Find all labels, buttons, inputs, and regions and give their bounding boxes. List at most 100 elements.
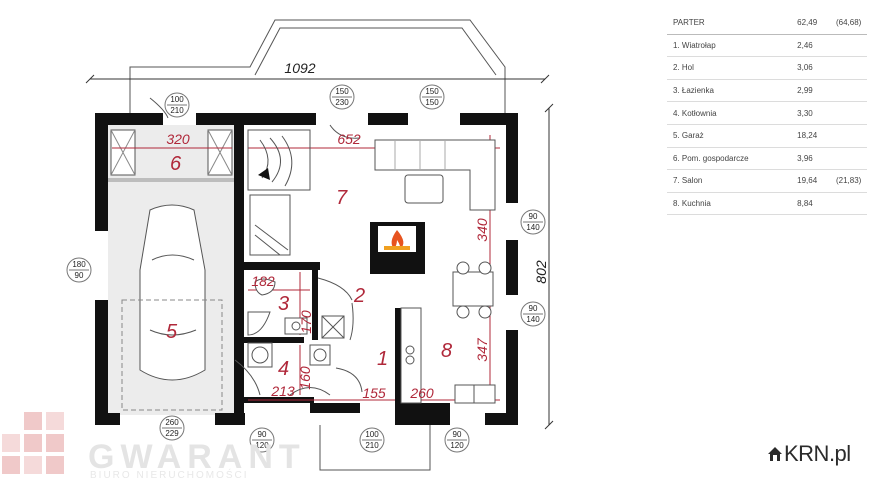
- legend-header-area: 62,49: [797, 18, 818, 28]
- dim-top-width: 1092: [284, 60, 315, 76]
- dim-right-height: 802: [533, 260, 549, 284]
- opening-badge-bottom-window-b: 90 120: [444, 427, 470, 453]
- bathroom-fixtures: [247, 278, 308, 336]
- svg-text:100: 100: [170, 95, 184, 104]
- legend-row: 5. Garaż 18,24: [667, 125, 867, 148]
- room-number-8: 8: [441, 340, 452, 362]
- legend-header-row: PARTER 62,49 (64,68): [667, 12, 867, 35]
- gwarant-logo-mark: [2, 412, 64, 474]
- house-icon: [766, 443, 784, 461]
- kitchen-counter: [400, 307, 496, 404]
- legend-room-area: 3,30: [797, 108, 813, 118]
- dim-213: 213: [270, 383, 295, 399]
- storage-cabinets: [110, 129, 233, 176]
- legend-room-area: 2,46: [797, 40, 813, 50]
- svg-text:230: 230: [335, 98, 349, 107]
- svg-text:90: 90: [529, 304, 538, 313]
- legend-row: 7. Salon 19,64 (21,83): [667, 170, 867, 193]
- svg-text:140: 140: [526, 315, 540, 324]
- legend-row: 3. Łazienka 2,99: [667, 80, 867, 103]
- svg-text:90: 90: [453, 430, 462, 439]
- dim-260: 260: [409, 385, 434, 401]
- dim-170: 170: [298, 310, 314, 334]
- legend-row: 1. Wiatrołap 2,46: [667, 35, 867, 58]
- opening-badge-top-window-a: 150 230: [329, 84, 355, 110]
- svg-text:210: 210: [365, 441, 379, 450]
- room-number-7: 7: [336, 187, 348, 209]
- terrace-inner: [254, 27, 497, 76]
- top-dimension-line: [85, 74, 550, 84]
- room-number-4: 4: [278, 358, 289, 380]
- opening-badge-top-door: 100 210: [164, 92, 190, 118]
- svg-text:150: 150: [425, 87, 439, 96]
- right-dimension-line: [544, 103, 554, 430]
- staircase: [247, 129, 311, 256]
- legend-room-area: 3,06: [797, 63, 813, 73]
- legend-room-area: 8,84: [797, 199, 813, 209]
- outer-walls: [95, 113, 518, 425]
- legend-room-area: 2,99: [797, 86, 813, 96]
- legend-row: 4. Kotłownia 3,30: [667, 102, 867, 125]
- dim-182: 182: [251, 273, 275, 289]
- legend-header-extra: (64,68): [835, 18, 862, 28]
- legend-room-label: 7. Salon: [673, 176, 703, 186]
- svg-text:180: 180: [72, 260, 86, 269]
- opening-badge-right-window-a: 90 140: [520, 209, 546, 235]
- legend-room-label: 8. Kuchnia: [673, 199, 711, 209]
- svg-text:90: 90: [75, 271, 84, 280]
- opening-badge-left-window: 180 90: [66, 257, 92, 283]
- car-outline: [121, 204, 223, 411]
- room-number-5: 5: [166, 321, 178, 343]
- floor-plan: 1092 802: [2, 19, 554, 474]
- room-number-3: 3: [278, 293, 289, 315]
- gwarant-watermark: GWARANT: [88, 438, 306, 476]
- svg-text:120: 120: [450, 441, 464, 450]
- krn-logo-text: KRN.pl: [784, 441, 851, 466]
- room-number-2: 2: [353, 285, 365, 307]
- legend-room-label: 3. Łazienka: [673, 86, 714, 96]
- gwarant-watermark-subtitle: BIURO NIERUCHOMOŚCI: [90, 470, 249, 481]
- terrace-outline: [129, 19, 506, 113]
- dim-340: 340: [474, 218, 490, 242]
- coffee-table: [404, 174, 444, 204]
- dim-347: 347: [474, 337, 490, 362]
- legend-room-label: 6. Pom. gospodarcze: [673, 153, 749, 163]
- legend-header-label: PARTER: [673, 18, 705, 28]
- dim-652: 652: [337, 131, 361, 147]
- legend-room-label: 2. Hol: [673, 63, 694, 73]
- legend-row: 2. Hol 3,06: [667, 57, 867, 80]
- dim-155: 155: [362, 385, 386, 401]
- svg-text:150: 150: [425, 98, 439, 107]
- svg-text:120: 120: [255, 441, 269, 450]
- legend-row: 6. Pom. gospodarcze 3,96: [667, 148, 867, 171]
- svg-text:90: 90: [529, 212, 538, 221]
- opening-badge-bottom-window-a: 90 120: [249, 427, 275, 453]
- svg-text:140: 140: [526, 223, 540, 232]
- svg-text:100: 100: [365, 430, 379, 439]
- legend-room-extra: (21,83): [835, 176, 862, 186]
- fireplace: [370, 222, 425, 274]
- dim-160: 160: [297, 366, 313, 390]
- legend-row: 8. Kuchnia 8,84: [667, 193, 867, 216]
- svg-text:210: 210: [170, 106, 184, 115]
- svg-text:260: 260: [165, 418, 179, 427]
- legend-room-area: 19,64: [797, 176, 818, 186]
- legend-room-label: 1. Wiatrołap: [673, 40, 716, 50]
- opening-badge-right-window-b: 90 140: [520, 301, 546, 327]
- krn-logo[interactable]: KRN.pl: [766, 441, 851, 467]
- legend-room-label: 5. Garaż: [673, 131, 704, 141]
- svg-text:150: 150: [335, 87, 349, 96]
- opening-badge-top-window-b: 150 150: [419, 84, 445, 110]
- svg-text:229: 229: [165, 429, 179, 438]
- boiler-equipment: [247, 315, 345, 368]
- door-swings: [149, 97, 363, 396]
- sofa: [374, 139, 496, 211]
- entrance-steps: [319, 425, 431, 471]
- legend-room-label: 4. Kotłownia: [673, 108, 717, 118]
- room-number-1: 1: [377, 348, 388, 370]
- legend-room-area: 3,96: [797, 153, 813, 163]
- dim-320: 320: [166, 131, 190, 147]
- dining-table: [452, 261, 494, 319]
- inner-dimension-lines: [112, 135, 500, 401]
- opening-badge-entrance-door: 100 210: [359, 427, 385, 453]
